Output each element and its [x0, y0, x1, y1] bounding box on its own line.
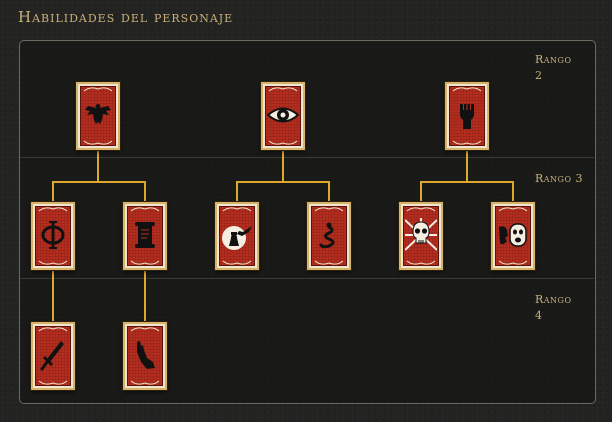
rank-4-label: Rango 4: [535, 293, 572, 322]
tree-connector: [328, 181, 330, 202]
tree-connector: [420, 181, 514, 183]
ornament-icon: [314, 207, 344, 212]
tree-connector: [420, 181, 422, 202]
skill-card-bird[interactable]: [76, 82, 120, 150]
tree-connector: [282, 150, 284, 182]
tree-connector: [512, 181, 514, 202]
page-title: Habilidades del personaje: [18, 8, 234, 26]
tree-connector: [144, 181, 146, 202]
tree-connector: [52, 271, 54, 322]
ornament-icon: [406, 207, 436, 212]
dagger-icon: [40, 341, 64, 371]
ornament-icon: [452, 87, 482, 92]
ornament-icon: [130, 207, 160, 212]
tree-connector: [466, 150, 468, 182]
tree-connector: [236, 181, 330, 183]
ornament-icon: [222, 260, 252, 265]
tree-connector: [52, 181, 54, 202]
ornament-icon: [38, 380, 68, 385]
tree-connector: [97, 150, 99, 182]
skill-card-snake[interactable]: [307, 202, 351, 270]
rank-divider: [20, 278, 594, 279]
skill-card-fist[interactable]: [445, 82, 489, 150]
ornament-icon: [38, 207, 68, 212]
ornament-icon: [130, 380, 160, 385]
ornament-icon: [406, 260, 436, 265]
skill-card-eye[interactable]: [261, 82, 305, 150]
ornament-icon: [268, 87, 298, 92]
ornament-icon: [314, 260, 344, 265]
ornament-icon: [38, 260, 68, 265]
snake-icon: [319, 222, 335, 249]
ornament-icon: [130, 260, 160, 265]
skill-card-hand-pouch[interactable]: [215, 202, 259, 270]
ornament-icon: [83, 87, 113, 92]
tree-connector: [52, 181, 146, 183]
hand-pouch-icon: [222, 226, 252, 250]
ornament-icon: [222, 207, 252, 212]
ornament-icon: [83, 140, 113, 145]
skill-card-phi[interactable]: [31, 202, 75, 270]
fist-icon: [459, 104, 475, 129]
tree-connector: [144, 271, 146, 322]
rank-divider: [20, 157, 594, 158]
ornament-icon: [268, 140, 298, 145]
rank-2-label: Rango 2: [535, 53, 572, 82]
scroll-icon: [135, 222, 155, 248]
ornament-icon: [452, 140, 482, 145]
mask-icon: [499, 223, 527, 247]
ornament-icon: [498, 207, 528, 212]
eye-icon: [267, 107, 299, 123]
skill-card-scroll[interactable]: [123, 202, 167, 270]
ornament-icon: [498, 260, 528, 265]
ornament-icon: [38, 327, 68, 332]
skull-icon: [405, 218, 437, 251]
phi-icon: [41, 221, 65, 249]
skill-card-dagger[interactable]: [31, 322, 75, 390]
rank-3-label: Rango 3: [535, 172, 584, 185]
skill-card-mask[interactable]: [491, 202, 535, 270]
skill-card-arm[interactable]: [123, 322, 167, 390]
tree-connector: [236, 181, 238, 202]
bird-icon: [85, 104, 111, 124]
arm-icon: [137, 341, 155, 369]
skill-card-skull[interactable]: [399, 202, 443, 270]
ornament-icon: [130, 327, 160, 332]
